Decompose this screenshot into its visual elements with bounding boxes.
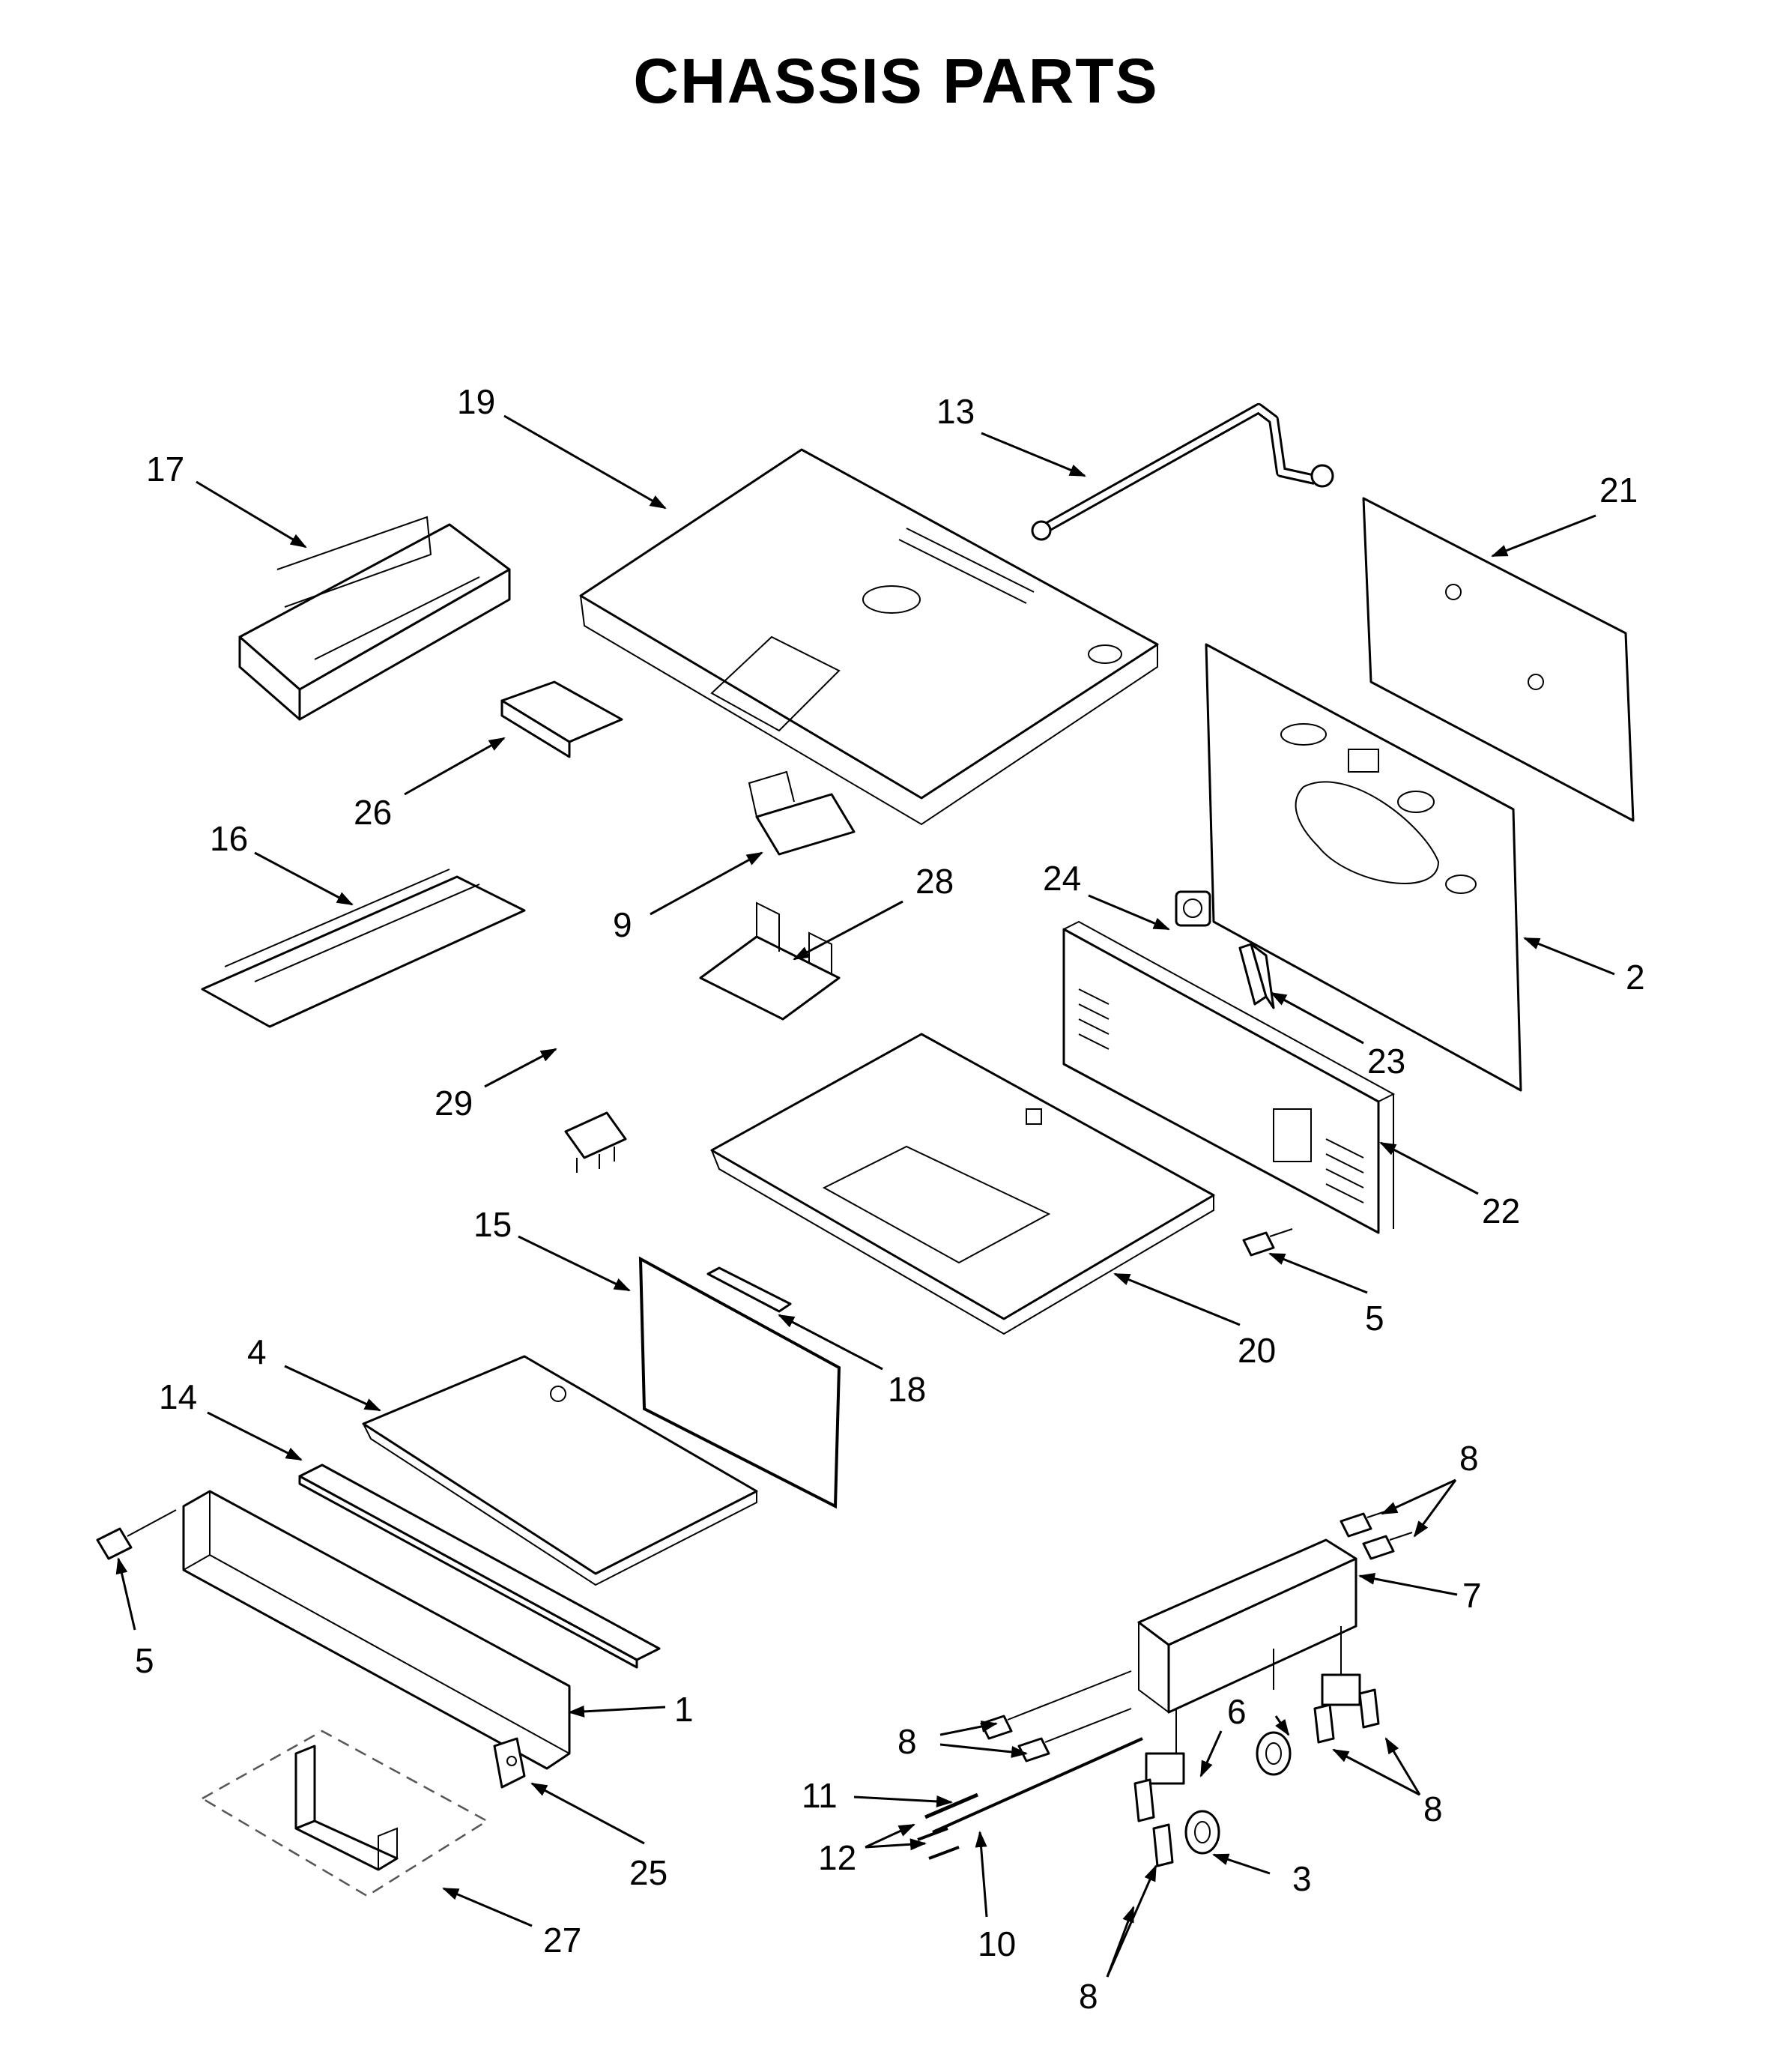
part-13-tube [1031,403,1334,541]
part-2-back-panel [1205,643,1522,1092]
callout-8-bottom: 8 [1079,1977,1098,2016]
callout-12: 12 [818,1838,856,1877]
callout-1: 1 [674,1690,694,1729]
callout-16: 16 [210,819,248,858]
callout-21: 21 [1599,471,1638,510]
part-29-block [564,1111,627,1173]
callout-26: 26 [354,793,392,832]
part-22-side-panel [1062,920,1396,1234]
callout-11: 11 [802,1776,838,1815]
callout-3: 3 [1292,1859,1312,1898]
part-24-switch [1175,890,1211,927]
callout-10: 10 [978,1924,1016,1963]
callout-5-left: 5 [135,1641,154,1680]
part-5-screw-left [96,1509,177,1560]
callout-23: 23 [1367,1042,1405,1081]
callout-22: 22 [1482,1191,1520,1230]
part-15-gasket [638,1256,841,1509]
part-25-bracket [493,1737,526,1789]
callout-27: 27 [543,1921,581,1960]
part-28-bracket [699,901,841,1021]
part-8-screws-lower-right [1313,1688,1380,1744]
part-8-screws-upper [1340,1509,1413,1560]
callout-17: 17 [146,450,184,489]
callout-15: 15 [473,1205,512,1244]
part-12-pins [917,1827,960,1860]
part-23-bracket [1238,943,1275,1009]
callout-14: 14 [159,1377,197,1416]
callout-20: 20 [1238,1331,1276,1370]
part-21-panel [1362,497,1635,822]
part-26-bracket [500,680,623,758]
callout-28: 28 [915,862,954,901]
callout-8-right: 8 [1423,1789,1443,1828]
part-4-lower-plate [362,1355,758,1586]
leader-lines [115,414,1615,1978]
part-11-pin [924,1792,978,1819]
part-6-leveling-foot [1256,1731,1292,1776]
callout-2: 2 [1626,958,1645,997]
part-7-leveler-bracket [1137,1538,1361,1785]
part-8-screws-left [980,1670,1132,1763]
callout-8-top: 8 [1459,1439,1479,1478]
page-title: CHASSIS PARTS [633,46,1159,116]
callout-18: 18 [888,1370,926,1409]
callout-9: 9 [613,905,632,944]
callout-8-left: 8 [897,1722,917,1761]
callout-4: 4 [247,1332,267,1371]
callout-25: 25 [629,1853,668,1892]
callout-29: 29 [435,1084,473,1123]
part-19-base-pan [579,448,1159,826]
part-5-screw-right [1242,1228,1293,1257]
callout-labels: 17 19 13 21 26 16 9 28 24 2 29 23 22 15 … [135,382,1645,2016]
part-10-rod [932,1737,1143,1834]
part-1-front-panel [182,1490,571,1770]
callout-6: 6 [1227,1692,1247,1731]
callout-7: 7 [1462,1576,1482,1615]
callout-19: 19 [457,382,495,421]
part-8-screws-bottom [1133,1778,1174,1867]
part-20-bottom-panel [710,1033,1215,1335]
part-17-tray [238,516,511,721]
part-16-rail [201,869,526,1028]
part-27-optional-box [200,1730,489,1897]
part-18-strip [706,1266,792,1313]
part-14-trim [298,1464,661,1669]
part-9-clip [748,770,856,856]
callout-13: 13 [936,392,975,431]
callout-24: 24 [1043,859,1081,898]
callout-5-right: 5 [1365,1299,1384,1338]
part-3-leveling-foot [1184,1810,1220,1855]
